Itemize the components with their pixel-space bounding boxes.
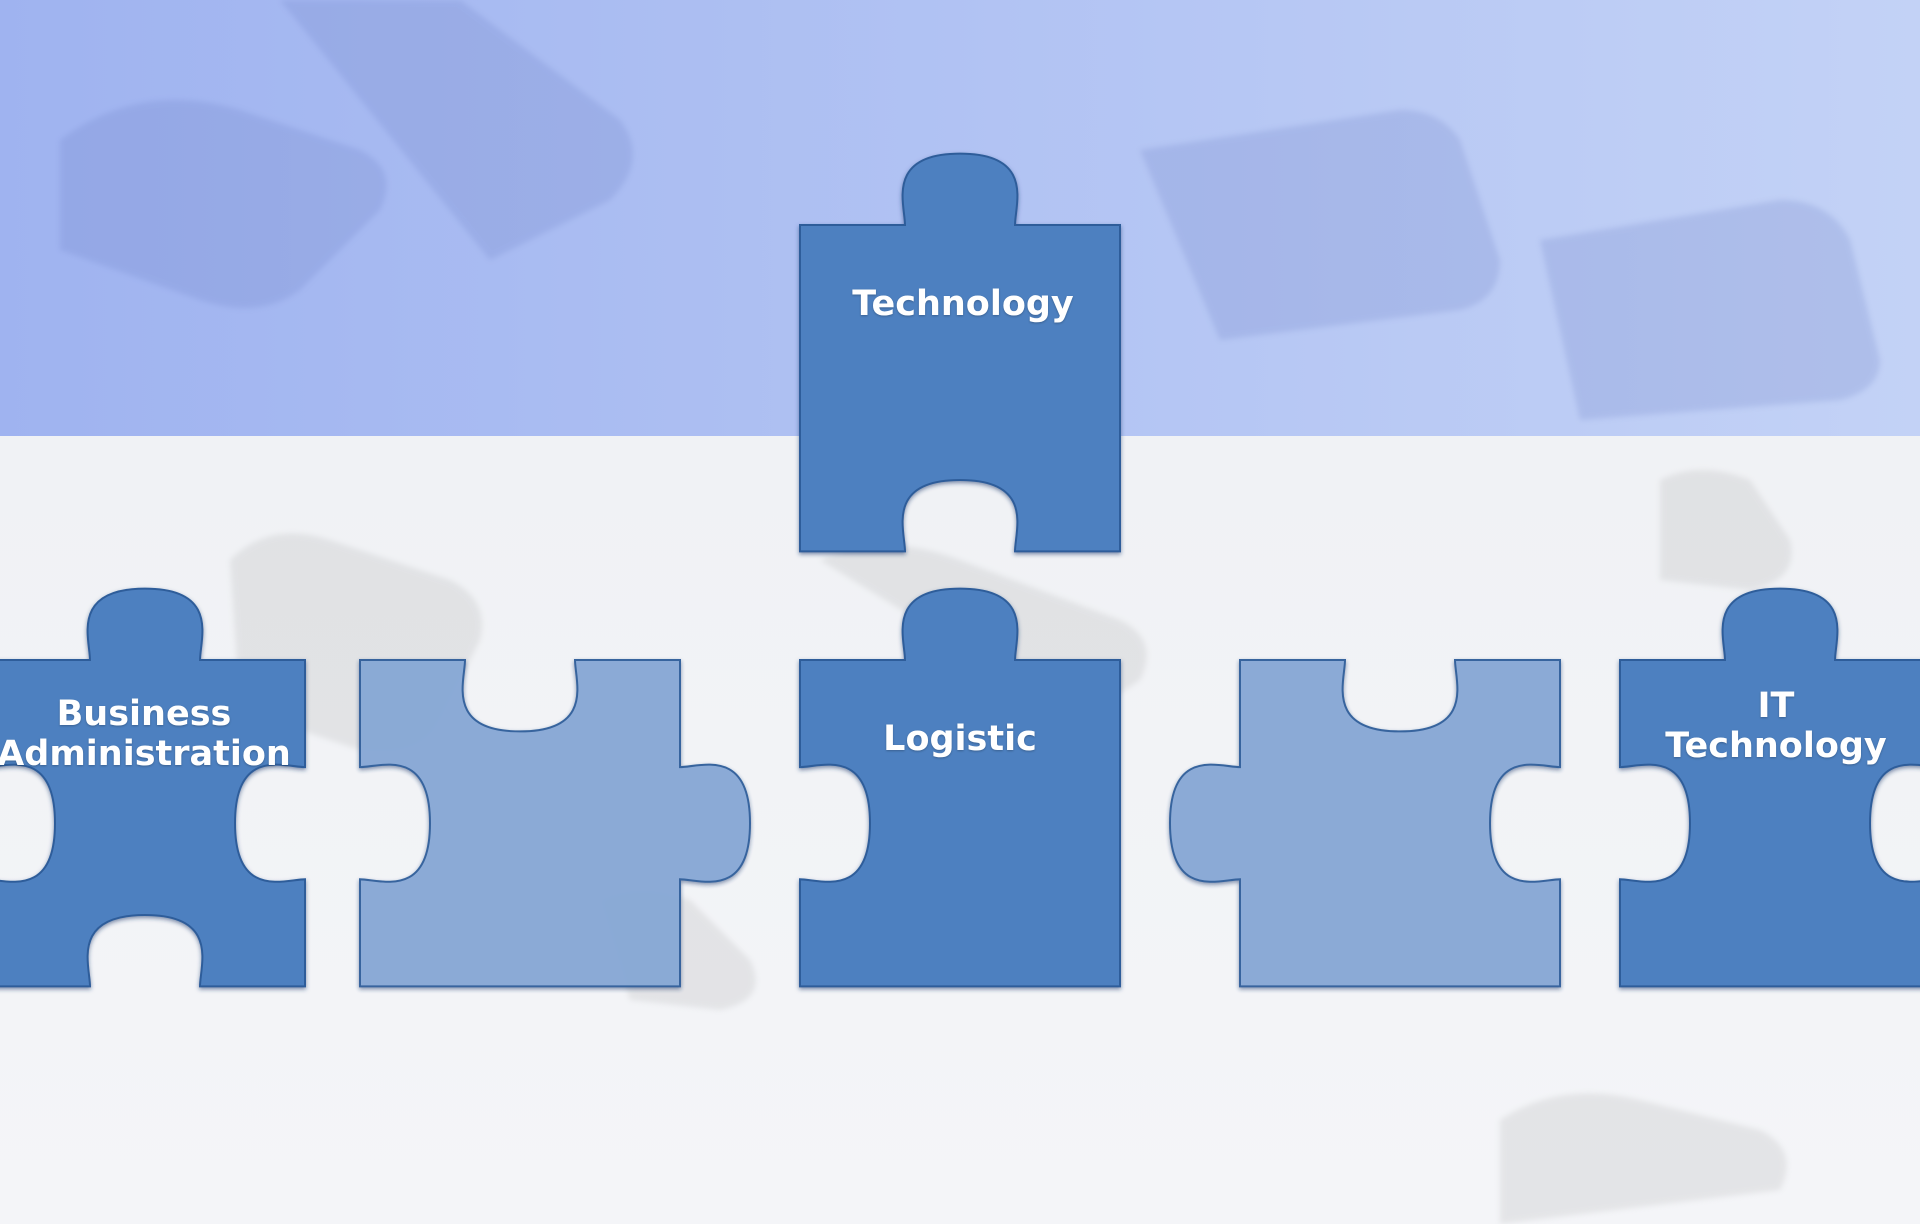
label-it-technology: IT Technology bbox=[1665, 686, 1887, 767]
label-technology-line-1: Technology bbox=[852, 283, 1074, 324]
piece-light-right bbox=[1168, 658, 1561, 988]
piece-it-technology bbox=[1619, 587, 1920, 988]
label-it-line-2: Technology bbox=[1665, 726, 1887, 766]
label-it-line-1: IT bbox=[1757, 685, 1795, 726]
label-business-line-2: Administration bbox=[0, 734, 291, 774]
label-business-administration: Business Administration bbox=[0, 694, 291, 775]
label-logistic-line-1: Logistic bbox=[883, 718, 1037, 759]
label-logistic: Logistic bbox=[883, 719, 1037, 759]
band-ghost-pieces bbox=[60, 0, 1880, 420]
label-business-line-1: Business bbox=[56, 693, 232, 734]
piece-logistic bbox=[799, 587, 1121, 988]
piece-business-administration bbox=[0, 587, 306, 988]
piece-technology bbox=[799, 152, 1121, 553]
label-technology: Technology bbox=[852, 284, 1074, 324]
piece-light-left bbox=[359, 658, 752, 988]
